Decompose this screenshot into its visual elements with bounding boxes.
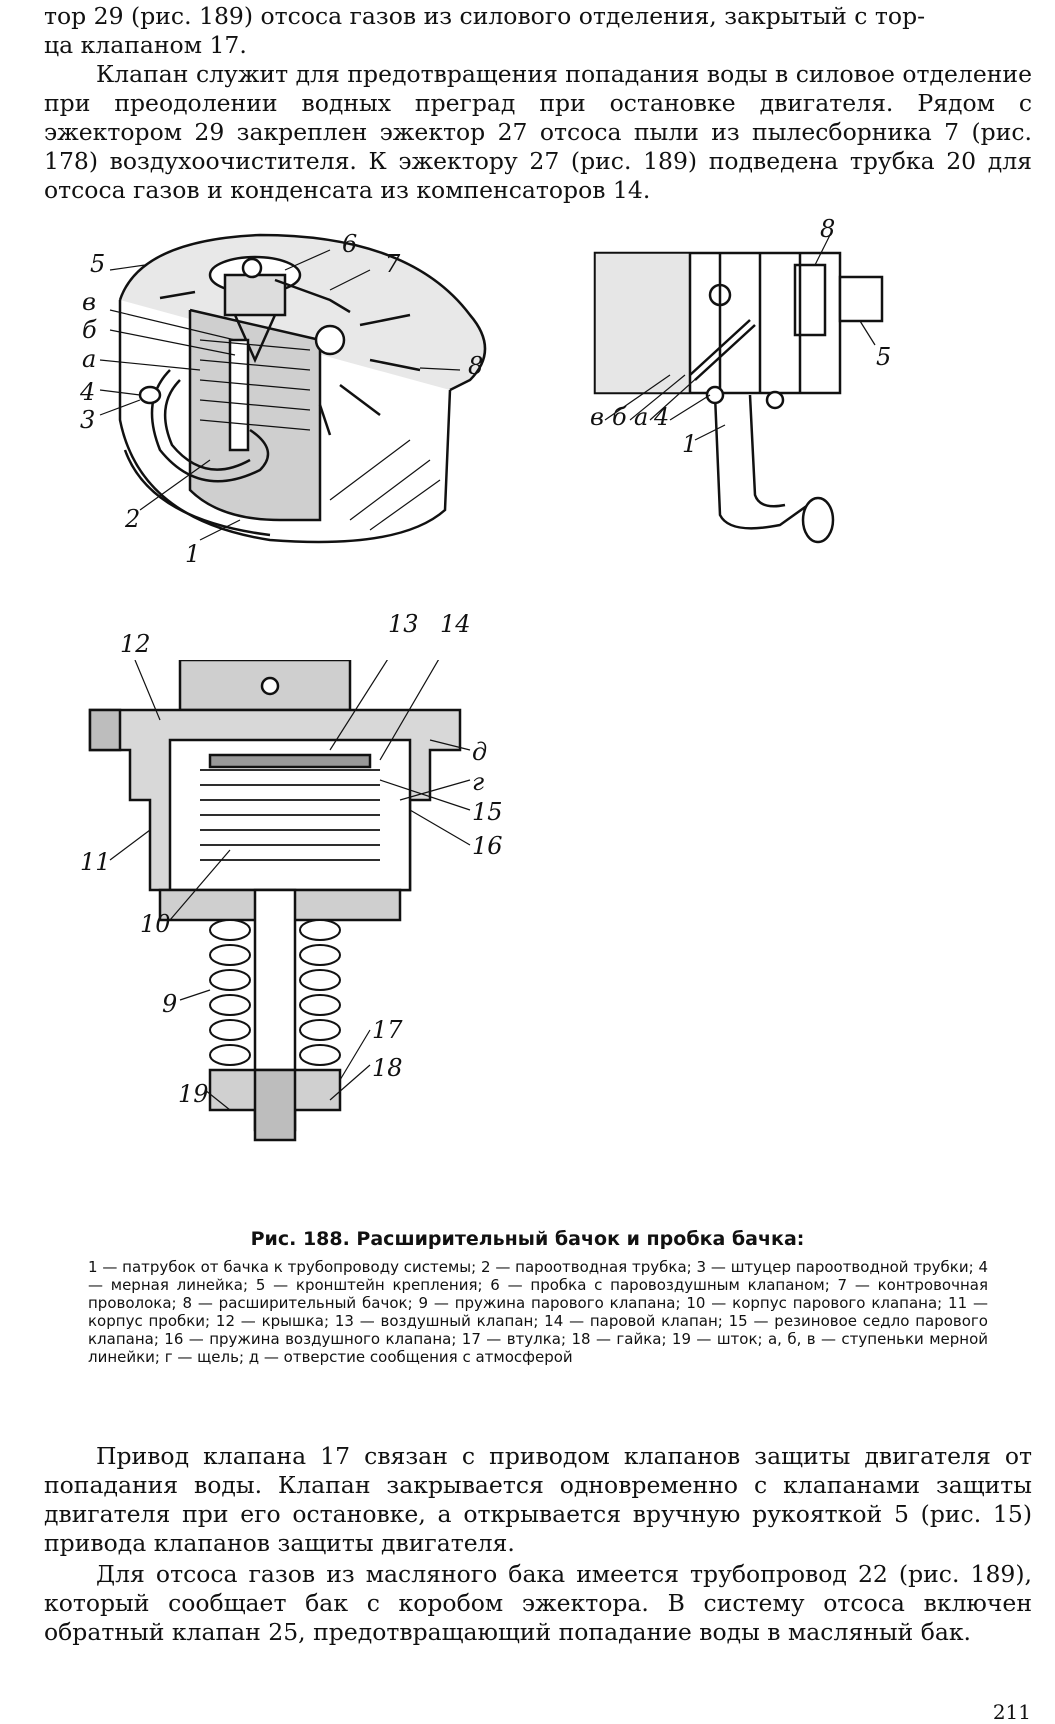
label-15: 15: [472, 798, 503, 826]
label-a: а: [82, 345, 97, 373]
label-5: 5: [90, 250, 106, 278]
label-3: 3: [80, 406, 96, 434]
bottom-paragraph-2: Для отсоса газов из масляного бака имеет…: [44, 1560, 1032, 1646]
expansion-tank-drawing: [99, 233, 487, 544]
label-18: 18: [372, 1054, 403, 1082]
label-8: 8: [820, 215, 836, 243]
label-5: 5: [876, 343, 892, 371]
label-g: г: [472, 768, 485, 796]
top-line-2: ца клапаном 17.: [44, 31, 247, 59]
label-d: д: [472, 738, 488, 766]
figure-tank-side-view: 8 5 в б а 4 1: [590, 215, 970, 565]
label-13: 13: [388, 610, 419, 638]
label-v: в: [590, 403, 604, 431]
label-4: 4: [80, 378, 96, 406]
label-8: 8: [468, 352, 484, 380]
label-4: 4: [654, 403, 670, 431]
label-12: 12: [120, 630, 151, 658]
label-v: в: [82, 288, 96, 316]
label-19: 19: [178, 1080, 209, 1108]
label-2: 2: [125, 505, 141, 533]
page-number: 211: [992, 1700, 1031, 1724]
figure-expansion-tank: 5 6 7 8 в б а 4 3 2 1: [80, 220, 530, 580]
bottom-paragraph-1: Привод клапана 17 связан с приводом клап…: [44, 1442, 1032, 1557]
label-1: 1: [682, 430, 698, 458]
label-7: 7: [385, 250, 401, 278]
top-paragraph-2: Клапан служит для предотвращения попадан…: [44, 60, 1032, 204]
label-9: 9: [162, 990, 178, 1018]
label-1: 1: [185, 540, 201, 568]
figure-caption-legend: 1 — патрубок от бачка к трубопроводу сис…: [88, 1258, 988, 1366]
figure-tank-cap-section: 12 13 14 д г 15 16 11 10 9 17 18 19: [80, 610, 560, 1210]
figure-caption-title: Рис. 188. Расширительный бачок и пробка …: [250, 1228, 805, 1250]
top-line-1: тор 29 (рис. 189) отсоса газов из силово…: [44, 2, 926, 30]
label-17: 17: [372, 1016, 403, 1044]
label-b: б: [82, 316, 97, 344]
label-6: 6: [342, 230, 358, 258]
tank-cap-section-drawing: [88, 639, 471, 1142]
label-14: 14: [440, 610, 471, 638]
label-b: б: [612, 403, 627, 431]
label-11: 11: [80, 848, 111, 876]
tank-side-view-drawing: [593, 234, 884, 544]
label-a: а: [634, 403, 649, 431]
label-10: 10: [140, 910, 171, 938]
label-16: 16: [472, 832, 503, 860]
